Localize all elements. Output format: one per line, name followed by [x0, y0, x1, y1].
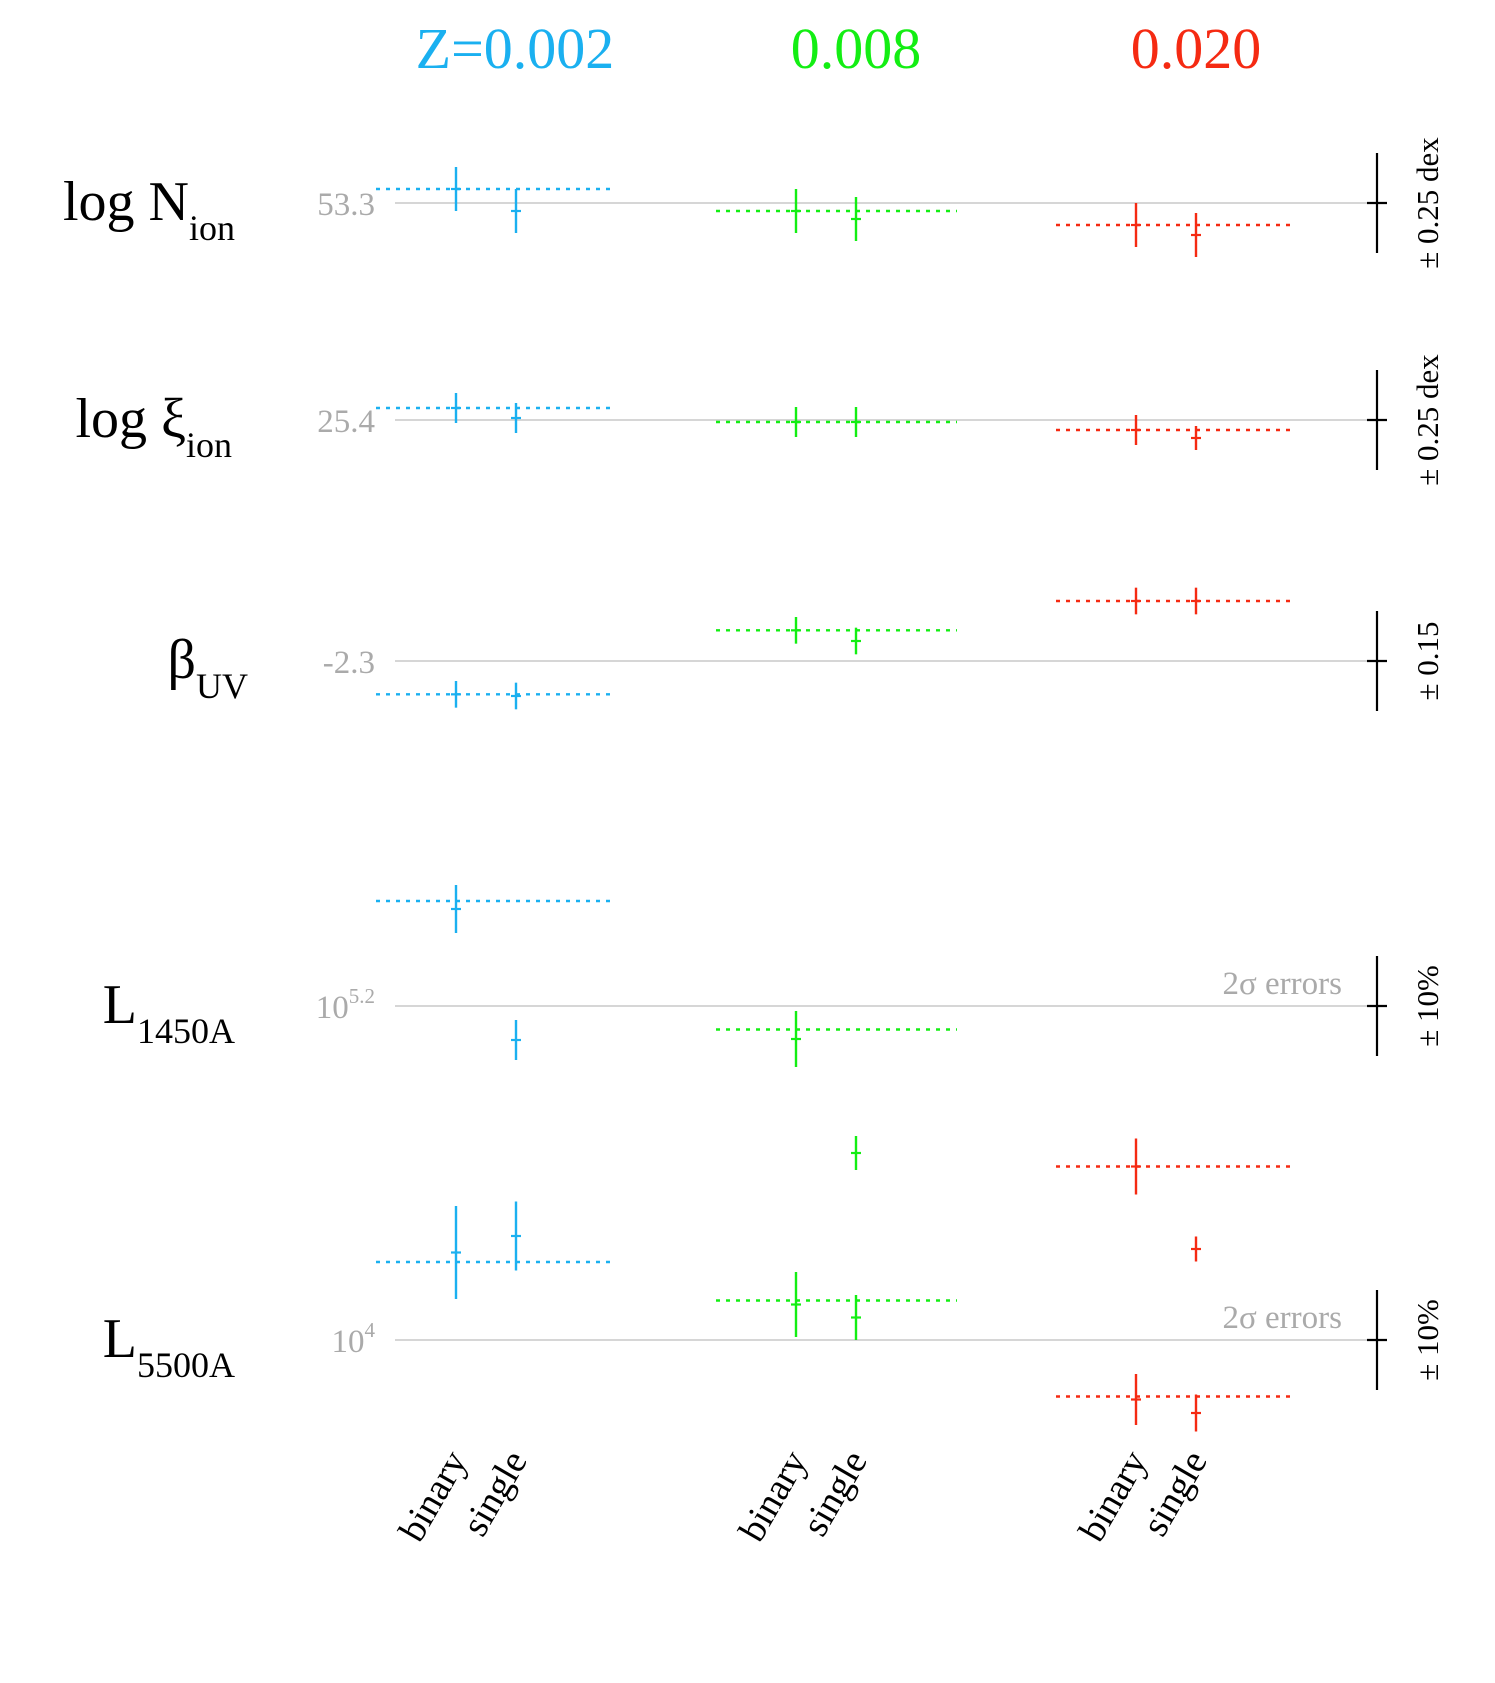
reference-value-exponent: 5.2: [349, 984, 375, 1008]
group-2: [716, 617, 957, 655]
group-3: [1056, 587, 1296, 615]
row-label-subscript: ion: [186, 425, 232, 465]
scale-label: ± 10%: [1410, 1299, 1445, 1381]
row-label-subscript: 5500A: [137, 1345, 235, 1385]
reference-value: 105.2: [316, 984, 375, 1026]
scale-label: ± 0.15: [1410, 621, 1445, 700]
scale-label: ± 0.25 dex: [1410, 354, 1445, 486]
reference-value: 25.4: [317, 404, 375, 440]
group-1: [376, 681, 616, 710]
row-label-main: L: [103, 974, 137, 1036]
group-1: [376, 885, 616, 1060]
group-2: [716, 1011, 957, 1170]
reference-value: 104: [332, 1318, 376, 1360]
row-l5500: L5500A 104 2σ errors ± 10%: [103, 1201, 1445, 1432]
row-label-subscript: 1450A: [137, 1011, 235, 1051]
row-l1450: L1450A 105.2 2σ errors ± 10%: [103, 885, 1445, 1262]
reference-value-base: -2.3: [323, 645, 375, 681]
row-label: log Nion: [63, 171, 235, 248]
row-label: L1450A: [103, 974, 235, 1051]
reference-value: 53.3: [317, 187, 375, 223]
group-2: [716, 407, 957, 437]
group-1: [376, 1201, 616, 1299]
row-nion: log Nion 53.3 ± 0.25 dex: [63, 137, 1445, 269]
scale-label: ± 10%: [1410, 965, 1445, 1047]
scale-label: ± 0.25 dex: [1410, 137, 1445, 269]
reference-value: -2.3: [323, 645, 375, 681]
row-label-main: log N: [63, 171, 189, 233]
row-label-subscript: ion: [189, 208, 235, 248]
group-2: [716, 189, 957, 241]
model-label-binary-3: binary: [1071, 1444, 1156, 1549]
row-label-main: log ξ: [75, 388, 186, 450]
model-label-single-2: single: [794, 1444, 876, 1544]
reference-value-base: 10: [332, 1324, 365, 1360]
row-label: L5500A: [103, 1308, 235, 1385]
group-3: [1056, 1138, 1296, 1262]
group-1: [376, 393, 616, 433]
group-1: [376, 167, 616, 233]
group-2: [716, 1272, 957, 1340]
error-note: 2σ errors: [1223, 1300, 1343, 1336]
model-label-binary-2: binary: [731, 1444, 816, 1549]
model-label-single-1: single: [454, 1444, 536, 1544]
row-xiion: log ξion 25.4 ± 0.25 dex: [75, 354, 1445, 486]
group-3: [1056, 203, 1296, 257]
row-label: log ξion: [75, 388, 232, 465]
metallicity-header-1: Z=0.002: [416, 16, 615, 81]
row-label-main: β: [168, 629, 197, 691]
row-beta: βUV -2.3 ± 0.15: [168, 587, 1445, 711]
error-note: 2σ errors: [1223, 966, 1343, 1002]
row-label-subscript: UV: [196, 666, 248, 706]
group-3: [1056, 1374, 1296, 1432]
metallicity-header-3: 0.020: [1131, 16, 1262, 81]
reference-value-base: 10: [316, 990, 349, 1026]
metallicity-header-2: 0.008: [791, 16, 922, 81]
model-label-single-3: single: [1134, 1444, 1216, 1544]
model-label-binary-1: binary: [391, 1444, 476, 1549]
row-label: βUV: [168, 629, 249, 706]
reference-value-base: 53.3: [317, 187, 375, 223]
reference-value-base: 25.4: [317, 404, 375, 440]
row-label-main: L: [103, 1308, 137, 1370]
reference-value-exponent: 4: [365, 1318, 376, 1342]
group-3: [1056, 415, 1296, 450]
